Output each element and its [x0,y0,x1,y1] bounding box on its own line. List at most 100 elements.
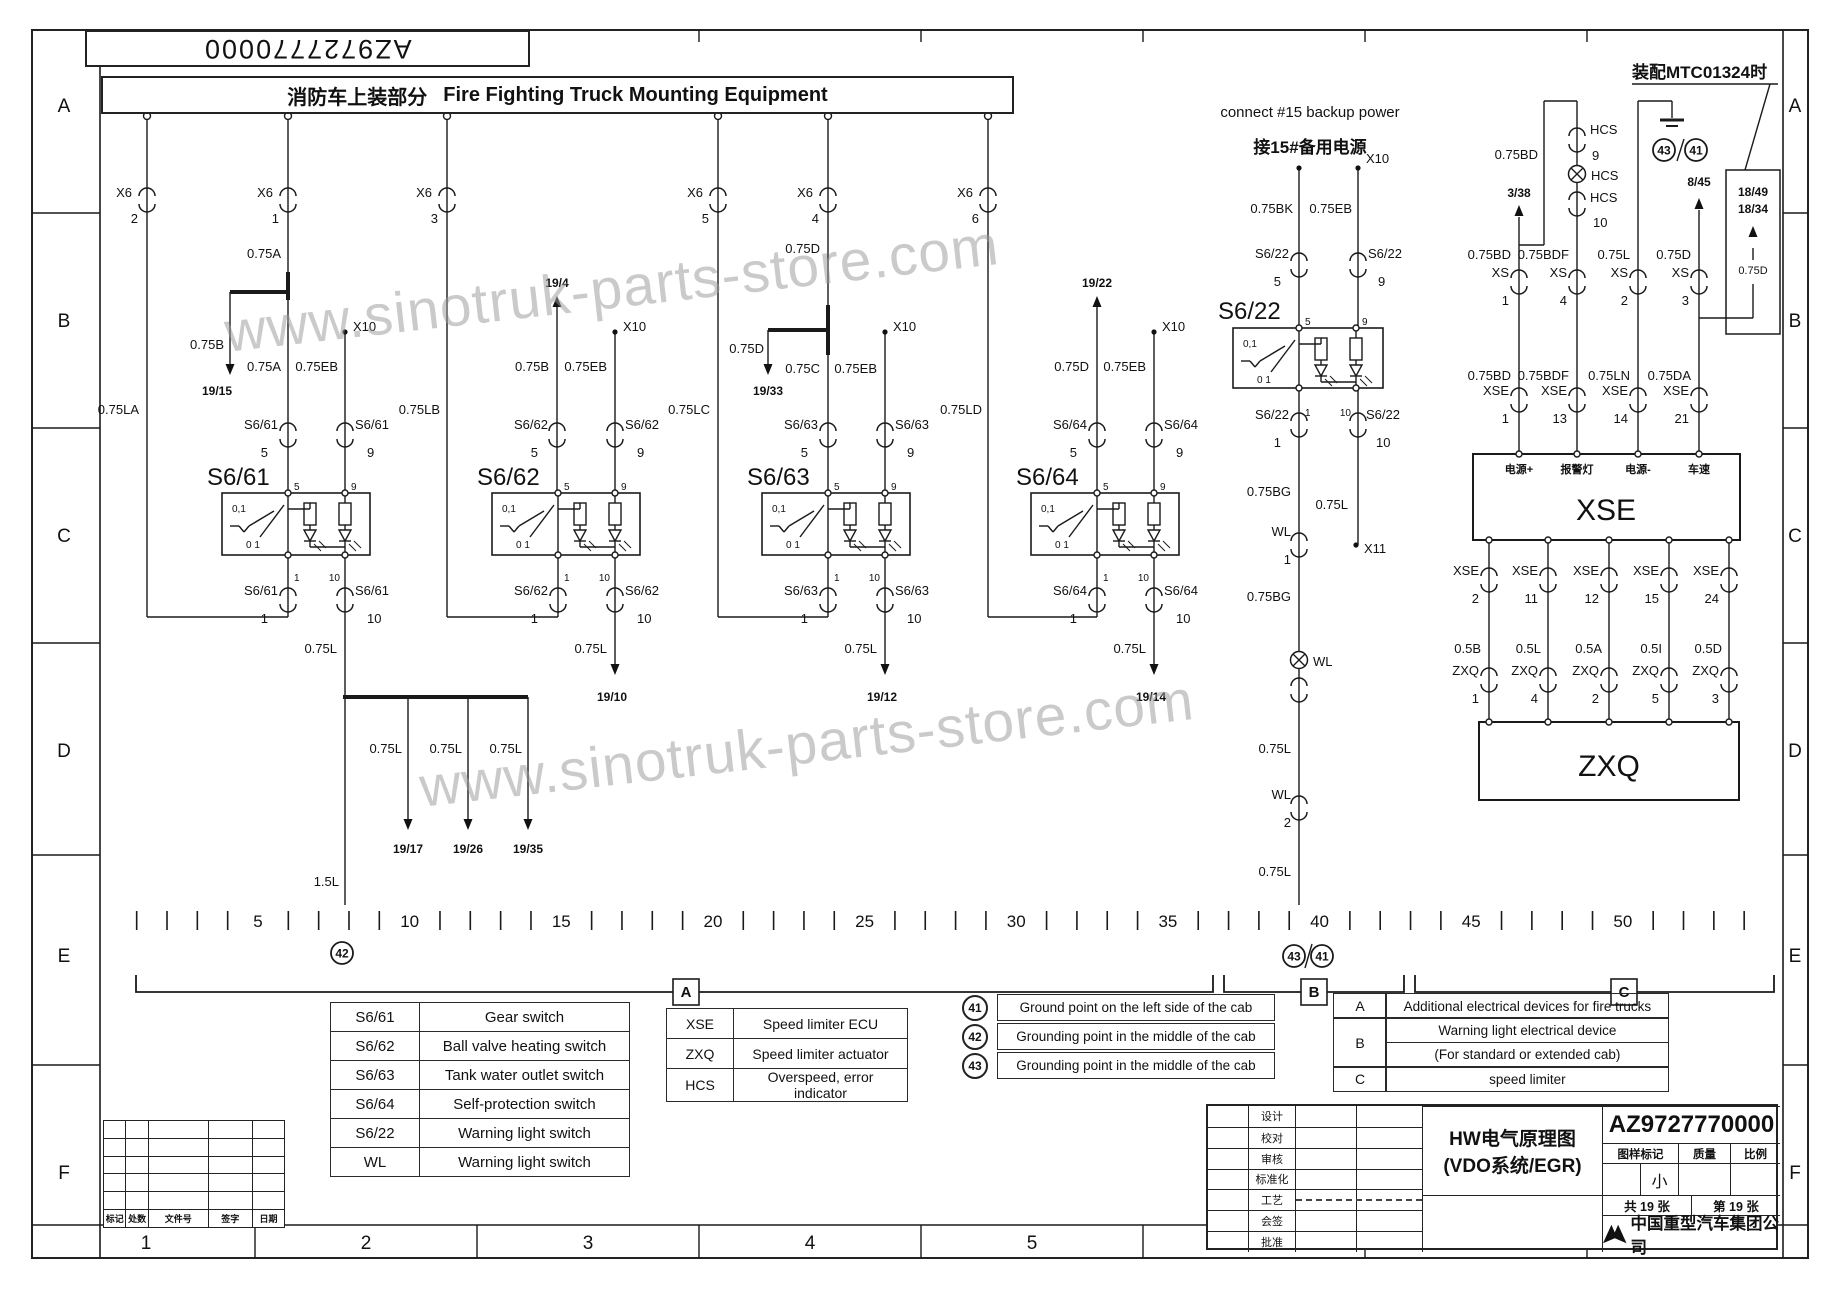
revision-header-cell: 文件号 [147,1208,209,1228]
connector-arc [336,587,354,597]
wire [1047,525,1054,533]
wire-label: 9 [351,482,357,493]
wire-label: 19/12 [867,690,897,704]
led-symbol [842,529,858,543]
section-text: speed limiter [1385,1066,1670,1093]
wire-label: 0.75D [729,341,764,356]
connector-arc [1720,667,1738,677]
connector-arc [819,587,837,597]
connector-arc [1660,683,1678,693]
connector-arc [1349,428,1367,438]
wire-label: 0 1 [1257,375,1271,386]
wire-label: 5 [834,482,840,493]
terminal-dot [612,329,618,335]
wire-label: XSE [1693,563,1719,578]
connector-arc [548,438,566,448]
wire-label: X6 [257,185,273,200]
connector-arc [1480,683,1498,693]
wire [348,543,357,552]
wire-label: 18/34 [1738,202,1768,216]
legend-sections: A Additional electrical devices for fire… [1333,993,1670,1094]
wire-label: HCS [1590,190,1618,205]
connector-arc [1568,207,1586,217]
wire-label: 9 [1362,317,1368,328]
connector-arc [138,187,156,197]
wire-label: 车速 [1688,462,1710,476]
revision-empty-row [102,1120,286,1139]
wire-label: 10 [329,573,341,584]
revision-cell [147,1191,209,1210]
connector-arc [1629,387,1647,397]
legend-key: HCS [666,1068,734,1102]
connector-arc [279,203,297,213]
connector-arc [1629,269,1647,279]
connector-arc [876,422,894,432]
wire [783,525,790,533]
arrow-down-icon [763,364,773,375]
wire-label: X10 [623,319,646,334]
wire-label: S6/61 [355,583,389,598]
wire [259,504,285,538]
wire-label: WL [1272,524,1292,539]
wire-label: 0.75BDF [1518,368,1569,383]
connector-arc [279,187,297,197]
connector-arc [1690,285,1708,295]
wire-label: 0.75A [247,246,281,261]
pin-circle [1093,551,1101,559]
wire-label: 11 [1525,591,1539,606]
ruler-number: 15 [552,912,571,931]
zone-row-label: C [57,526,71,547]
drawing-name: HW电气原理图(VDO系统/EGR) [1422,1106,1602,1195]
connector-arc [336,603,354,613]
connector-arc [438,187,456,197]
pin-circle [1093,489,1101,497]
wire-label: 0.75BG [1247,589,1291,604]
arrow-up-icon [1514,205,1524,216]
wire-label: 0,1 [232,504,246,515]
zone-row-label: D [1788,741,1802,762]
wire-label: 19/17 [393,842,423,856]
wire-label: X6 [416,185,432,200]
mark-header: 图样标记 [1602,1143,1678,1163]
wire-label: 10 [367,611,381,626]
led-symbol [302,529,318,543]
wire-label: S6/63 [895,583,929,598]
legend-value: Self-protection switch [419,1089,630,1119]
wire-label: S6/62 [477,464,540,491]
wire [243,525,250,533]
wire-label: XSE [1541,383,1567,398]
ground-circle-icon [1282,944,1306,968]
wire-label: S6/61 [355,417,389,432]
wire [1270,339,1296,373]
switch-box [1232,327,1384,389]
wire [799,504,825,538]
connector-arc [1600,667,1618,677]
led-symbol [1146,529,1162,543]
wire-label: 6 [972,211,979,226]
approval-sign-cell [1356,1169,1358,1190]
wire-label: 13 [1553,411,1567,426]
wire-label: S6/61 [207,464,270,491]
wire-label: XSE [1576,494,1636,527]
connector-arc [1600,683,1618,693]
wire [618,543,627,552]
wire-label: 14 [1614,411,1628,426]
approval-label: 标准化 [1248,1169,1296,1190]
lamp-icon [1570,167,1584,181]
wire-label: 4 [1560,293,1567,308]
connector-arc [1088,587,1106,597]
wire-label: S6/62 [514,583,548,598]
revision-empty-row [102,1173,286,1193]
connector-arc [1568,387,1586,397]
wire-label: S6/63 [784,583,818,598]
wire [1259,345,1286,362]
wire-label: 9 [1160,482,1166,493]
resistor-symbol [608,502,622,526]
bracket-label: C [1619,984,1630,1001]
connector-arc [1660,583,1678,593]
wire-label: S6/64 [1016,464,1079,491]
resistor-symbol [1349,337,1363,361]
